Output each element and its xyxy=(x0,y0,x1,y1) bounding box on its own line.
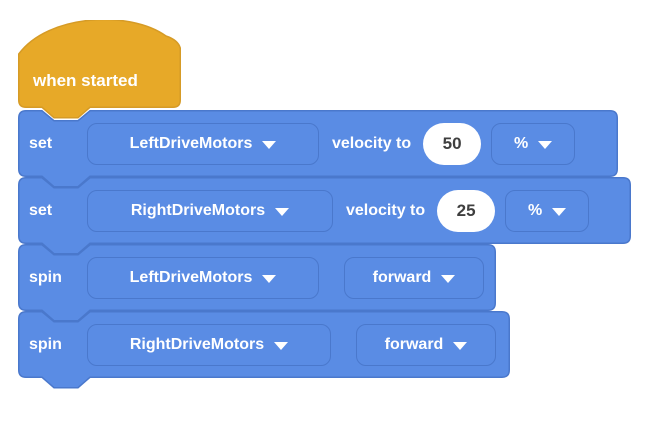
spin-verb-label: spin xyxy=(29,335,62,353)
motor-dropdown-label: RightDriveMotors xyxy=(130,201,266,219)
when-started-label: when started xyxy=(33,71,138,90)
unit-dropdown[interactable]: % xyxy=(491,122,576,165)
direction-dropdown[interactable]: forward xyxy=(344,256,484,299)
motor-dropdown[interactable]: RightDriveMotors xyxy=(87,189,333,232)
chevron-down-icon xyxy=(262,274,277,283)
motor-dropdown-label: LeftDriveMotors xyxy=(129,134,253,152)
velocity-value: 50 xyxy=(442,133,462,153)
velocity-to-label: velocity to xyxy=(346,201,426,219)
spin-block-right[interactable]: spin RightDriveMotors forward xyxy=(18,311,510,390)
chevron-down-icon xyxy=(538,140,553,149)
velocity-value-field[interactable]: 50 xyxy=(423,122,482,165)
direction-dropdown-label: forward xyxy=(372,268,432,286)
spin-verb-label: spin xyxy=(29,268,62,286)
chevron-down-icon xyxy=(262,140,277,149)
unit-dropdown-label: % xyxy=(514,134,529,152)
motor-dropdown-label: LeftDriveMotors xyxy=(129,268,253,286)
motor-dropdown[interactable]: LeftDriveMotors xyxy=(87,122,319,165)
velocity-value-field[interactable]: 25 xyxy=(437,189,496,232)
chevron-down-icon xyxy=(274,341,289,350)
direction-dropdown[interactable]: forward xyxy=(356,323,496,366)
direction-dropdown-label: forward xyxy=(384,335,444,353)
motor-dropdown[interactable]: LeftDriveMotors xyxy=(87,256,319,299)
set-verb-label: set xyxy=(29,201,53,219)
set-velocity-block-right[interactable]: set RightDriveMotors velocity to 25 % xyxy=(18,177,631,256)
chevron-down-icon xyxy=(441,274,456,283)
motor-dropdown[interactable]: RightDriveMotors xyxy=(87,323,331,366)
velocity-value: 25 xyxy=(456,200,476,220)
chevron-down-icon xyxy=(275,207,290,216)
when-started-hat-block[interactable]: when started xyxy=(18,20,181,119)
motor-dropdown-label: RightDriveMotors xyxy=(129,335,265,353)
velocity-to-label: velocity to xyxy=(332,134,412,152)
chevron-down-icon xyxy=(453,341,468,350)
set-velocity-block-left[interactable]: set LeftDriveMotors velocity to 50 % xyxy=(18,110,618,189)
spin-block-left[interactable]: spin LeftDriveMotors forward xyxy=(18,244,496,323)
set-verb-label: set xyxy=(29,134,53,152)
unit-dropdown[interactable]: % xyxy=(505,189,590,232)
chevron-down-icon xyxy=(552,207,567,216)
unit-dropdown-label: % xyxy=(528,201,543,219)
hat-block-shape xyxy=(18,20,181,119)
